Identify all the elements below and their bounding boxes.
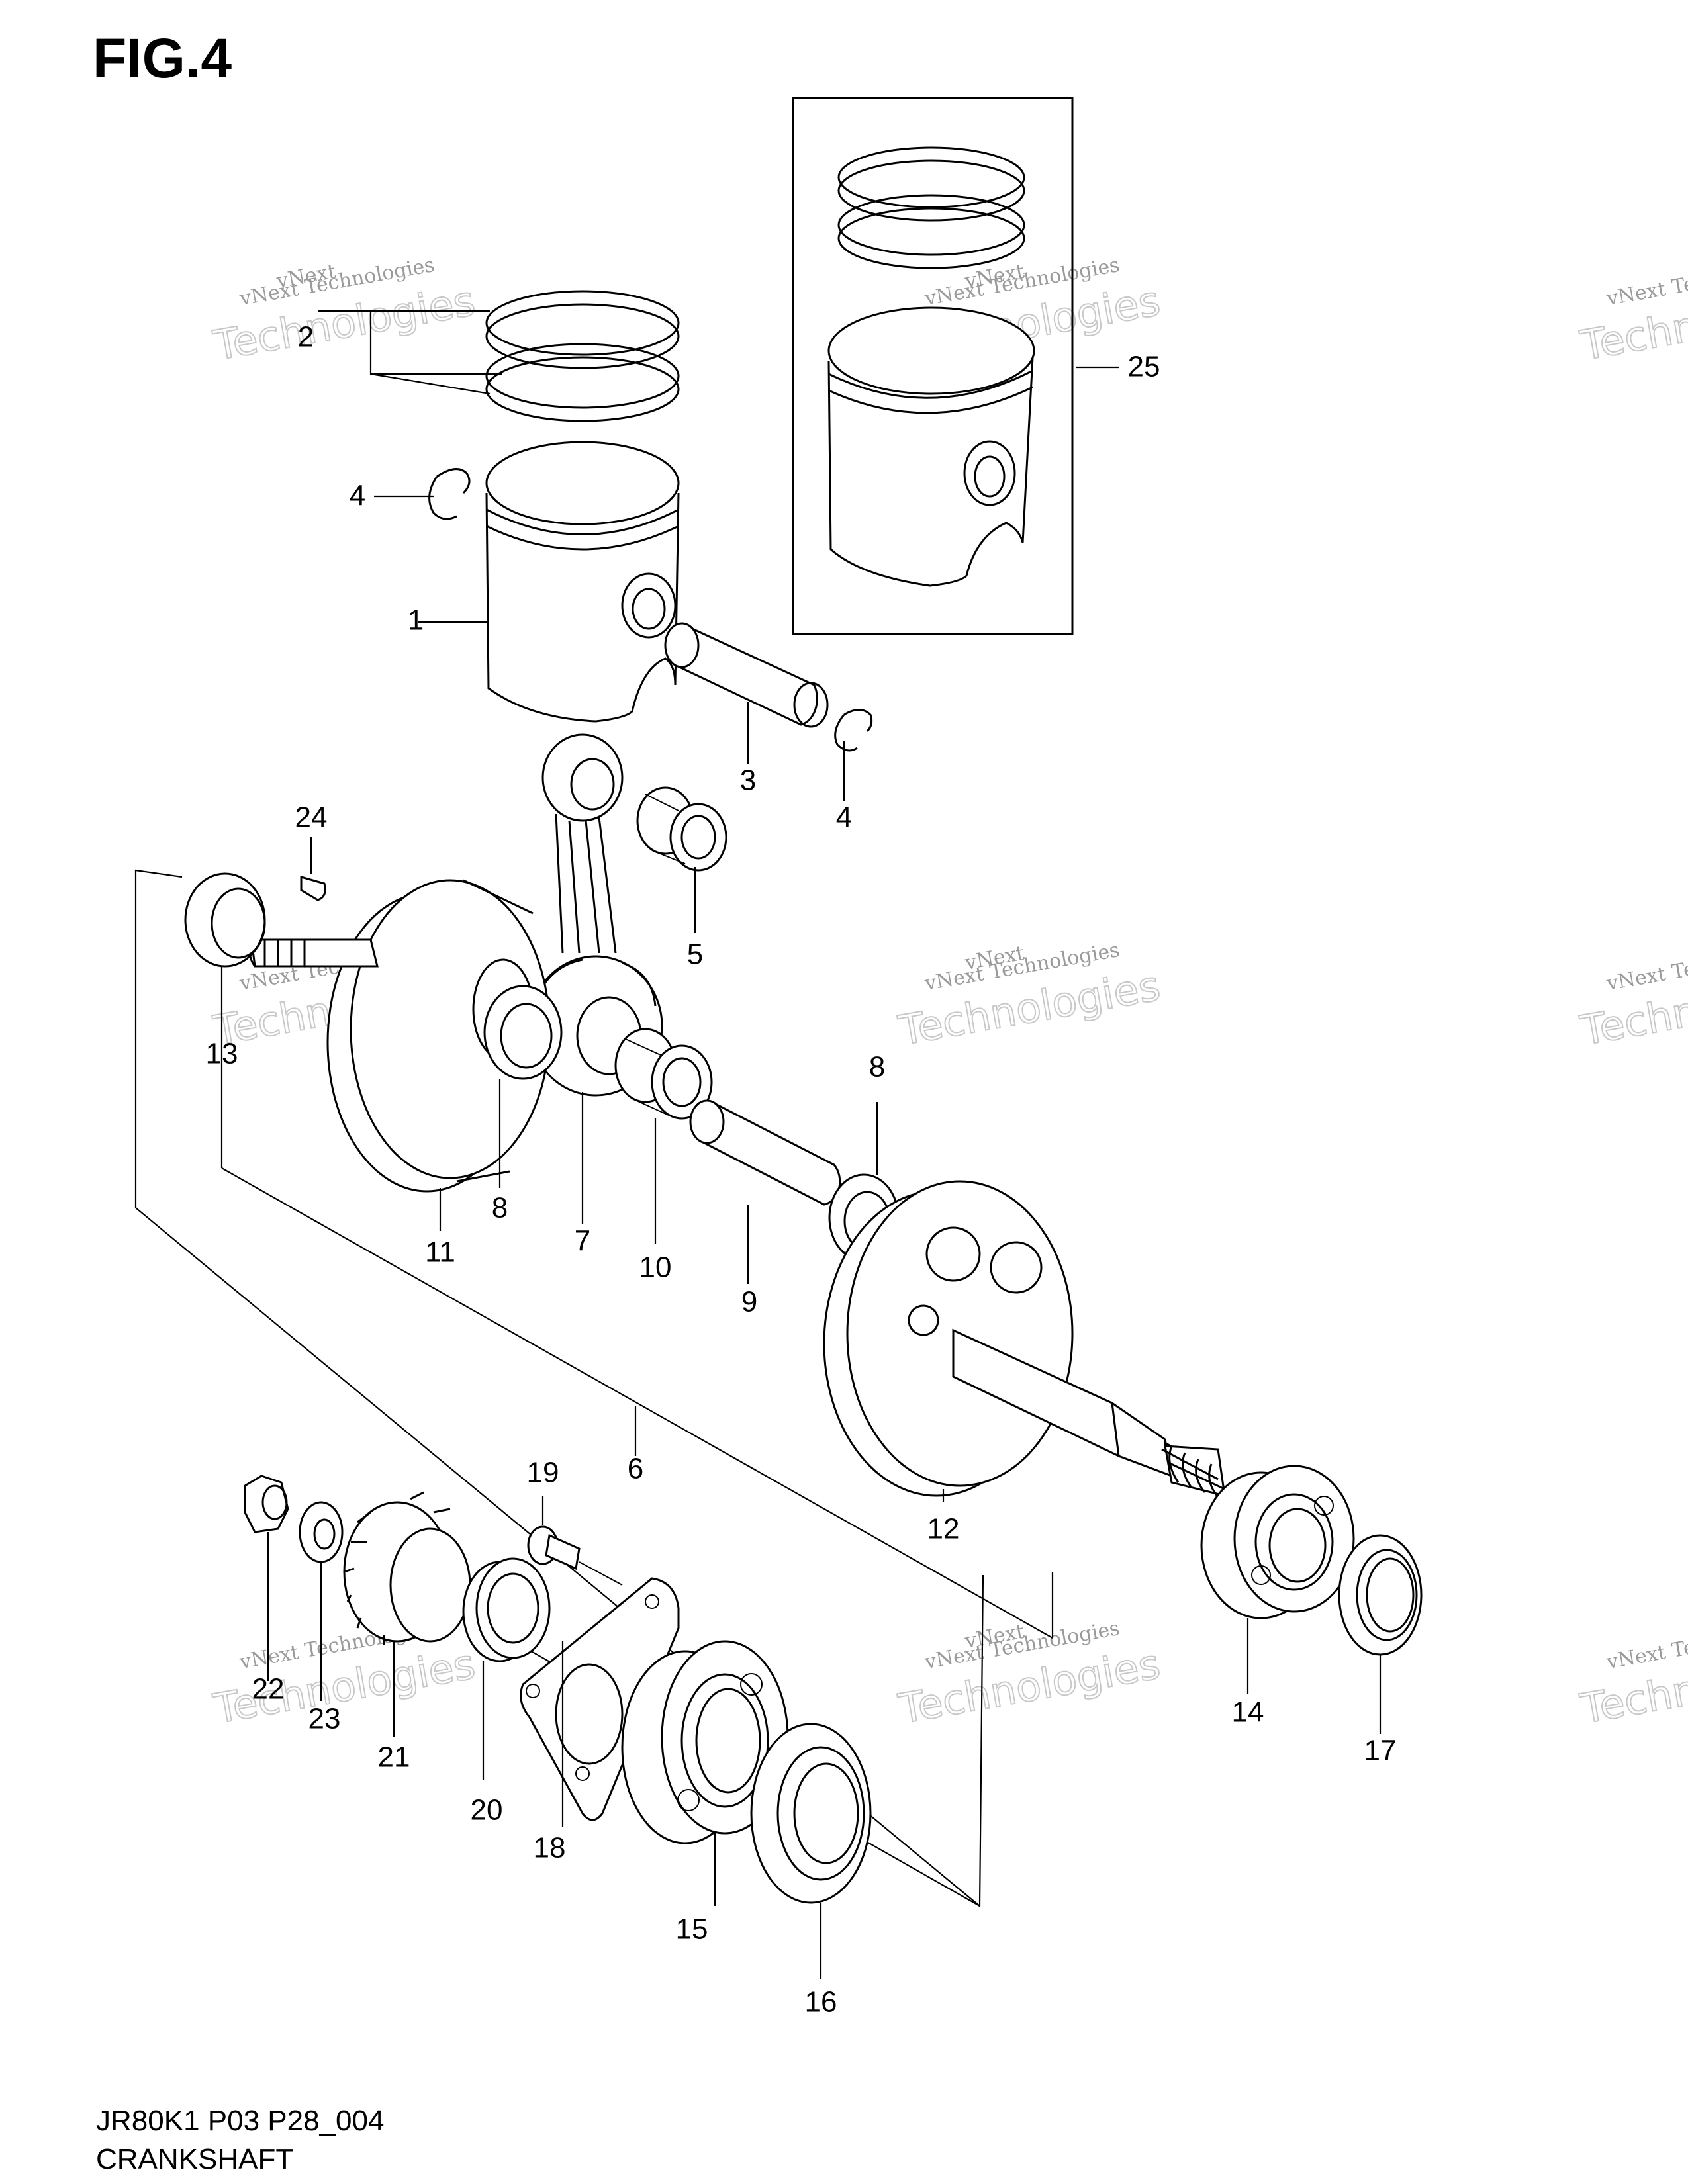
woodruff-key <box>300 876 326 901</box>
callout-4: 4 <box>836 801 852 834</box>
piston <box>485 441 680 723</box>
callout-17: 17 <box>1364 1735 1397 1767</box>
spacer-collar <box>462 1557 551 1662</box>
callout-8: 8 <box>869 1051 885 1083</box>
bearing-retainer-plate <box>520 1577 680 1821</box>
callout-15: 15 <box>676 1913 708 1946</box>
callout-10: 10 <box>639 1251 672 1284</box>
figure-title: FIG.4 <box>93 27 232 89</box>
callout-21: 21 <box>378 1741 410 1774</box>
retainer-bolt <box>527 1525 623 1586</box>
watermark-text: vNext Technologies <box>1605 1617 1688 1674</box>
callout-5: 5 <box>687 938 703 971</box>
diagram-title: CRANKSHAFT <box>96 2143 294 2175</box>
callout-7: 7 <box>575 1225 590 1257</box>
callout-25: 25 <box>1128 351 1160 383</box>
oil-seal-right <box>1338 1534 1423 1656</box>
thrust-washer-left <box>483 985 563 1080</box>
watermark-text: vNext Technologies <box>1605 253 1688 310</box>
callout-16: 16 <box>805 1986 837 2019</box>
diagram-code: JR80K1 P03 P28_004 <box>96 2105 385 2137</box>
crank-half-right <box>823 1180 1226 1498</box>
piston-set-box <box>792 97 1074 635</box>
bearing-right <box>1200 1465 1355 1619</box>
crank-pin <box>689 1099 841 1206</box>
callout-6: 6 <box>628 1453 643 1485</box>
callout-24: 24 <box>295 801 328 834</box>
oil-seal-left <box>184 872 266 968</box>
callout-13: 13 <box>206 1038 238 1070</box>
leader-lines <box>267 310 1382 1979</box>
callout-18: 18 <box>534 1832 566 1864</box>
callout-8: 8 <box>492 1192 508 1224</box>
callout-11: 11 <box>425 1236 455 1269</box>
watermark-text: vNext Technologies <box>1605 938 1688 995</box>
callout-9: 9 <box>741 1286 757 1318</box>
callout-14: 14 <box>1232 1696 1264 1729</box>
piston-rings <box>485 290 680 422</box>
callout-1: 1 <box>408 604 424 637</box>
callout-4: 4 <box>350 480 365 512</box>
primary-drive-gear <box>343 1491 471 1645</box>
callout-19: 19 <box>527 1457 559 1489</box>
callout-22: 22 <box>252 1673 285 1706</box>
washer <box>299 1501 344 1563</box>
callout-23: 23 <box>308 1703 341 1735</box>
big-end-bearing <box>614 1028 713 1120</box>
piston-pin <box>664 622 829 728</box>
piston-pin-circlips <box>428 468 873 752</box>
crank-nut <box>244 1475 289 1533</box>
small-end-bearing <box>636 786 727 872</box>
oil-seal-drive <box>750 1723 872 1904</box>
callout-20: 20 <box>471 1794 503 1827</box>
callout-3: 3 <box>740 764 756 797</box>
callout-12: 12 <box>927 1513 960 1545</box>
connecting-rod <box>528 733 663 1097</box>
callouts: 1 2 3 4 4 5 6 7 8 8 9 10 11 12 13 14 15 … <box>206 321 1397 2019</box>
callout-2: 2 <box>298 321 314 353</box>
